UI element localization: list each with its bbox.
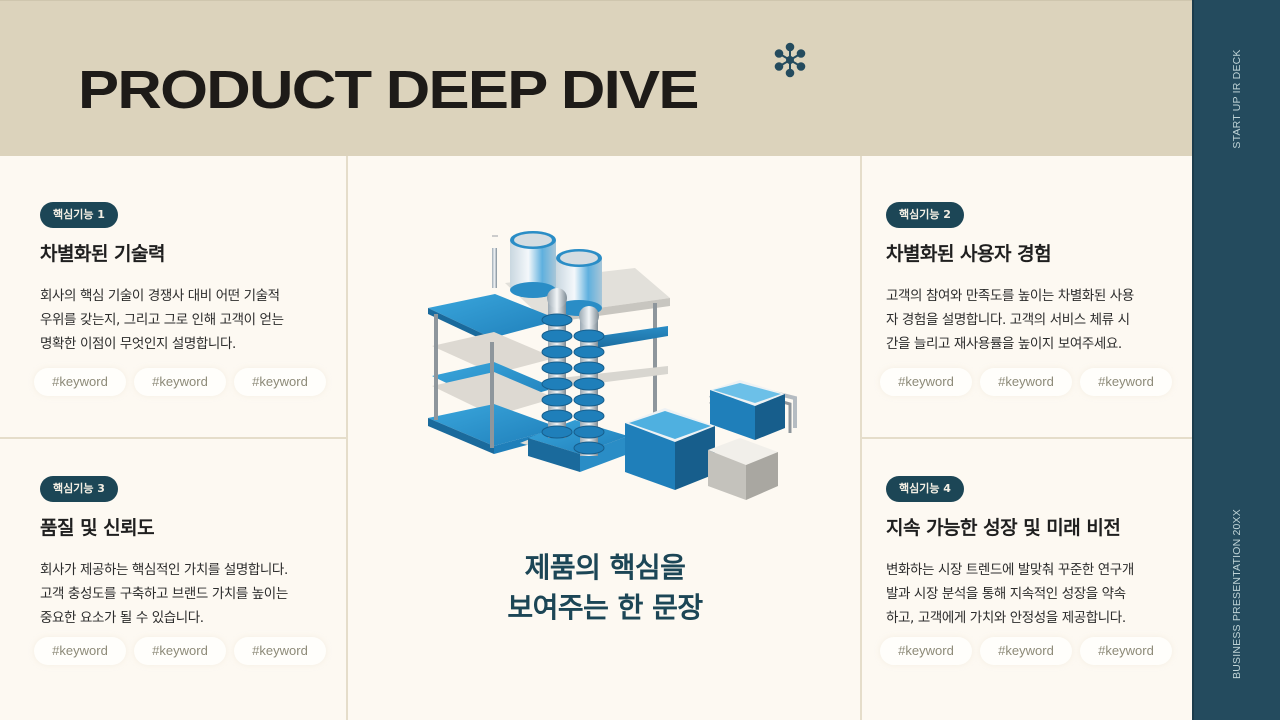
desc-line: 고객 충성도를 구축하고 브랜드 가치를 높이는 [40, 586, 288, 602]
sidebar-deck-label: START UP IR DECK [1231, 49, 1243, 149]
keyword-tag[interactable]: #keyword [1080, 368, 1172, 396]
product-tagline: 제품의 핵심을 보여주는 한 문장 [348, 548, 862, 628]
keyword-tag[interactable]: #keyword [1080, 637, 1172, 665]
keyword-tag[interactable]: #keyword [34, 368, 126, 396]
tagline-line: 제품의 핵심을 [524, 551, 686, 584]
feature-badge: 핵심기능 2 [886, 202, 964, 228]
feature-card-1: 핵심기능 1 차별화된 기술력 회사의 핵심 기술이 경쟁사 대비 어떤 기술적… [34, 202, 340, 412]
sidebar: START UP IR DECK BUSINESS PRESENTATION 2… [1192, 0, 1280, 720]
feature-title: 품질 및 신뢰도 [40, 517, 155, 539]
desc-line: 자 경험을 설명합니다. 고객의 서비스 체류 시 [886, 312, 1130, 328]
asterisk-dots-icon [774, 42, 806, 78]
feature-title: 차별화된 사용자 경험 [886, 243, 1052, 265]
sidebar-presentation-label: BUSINESS PRESENTATION 20XX [1231, 509, 1243, 679]
keyword-list: #keyword #keyword #keyword [880, 637, 1172, 665]
desc-line: 변화하는 시장 트렌드에 발맞춰 꾸준한 연구개 [886, 562, 1134, 578]
desc-line: 우위를 갖는지, 그리고 그로 인해 고객이 얻는 [40, 312, 284, 328]
desc-line: 고객의 참여와 만족도를 높이는 차별화된 사용 [886, 288, 1134, 304]
feature-description: 회사가 제공하는 핵심적인 가치를 설명합니다. 고객 충성도를 구축하고 브랜… [40, 558, 340, 630]
keyword-tag[interactable]: #keyword [234, 637, 326, 665]
feature-title: 지속 가능한 성장 및 미래 비전 [886, 517, 1121, 539]
keyword-list: #keyword #keyword #keyword [34, 368, 326, 396]
keyword-list: #keyword #keyword #keyword [880, 368, 1172, 396]
feature-card-2: 핵심기능 2 차별화된 사용자 경험 고객의 참여와 만족도를 높이는 차별화된… [880, 202, 1186, 412]
keyword-tag[interactable]: #keyword [234, 368, 326, 396]
keyword-tag[interactable]: #keyword [134, 368, 226, 396]
desc-line: 발과 시장 분석을 통해 지속적인 성장을 약속 [886, 586, 1126, 602]
desc-line: 하고, 고객에게 가치와 안정성을 제공합니다. [886, 610, 1126, 626]
keyword-tag[interactable]: #keyword [34, 637, 126, 665]
feature-badge: 핵심기능 3 [40, 476, 118, 502]
desc-line: 명확한 이점이 무엇인지 설명합니다. [40, 336, 236, 352]
keyword-tag[interactable]: #keyword [880, 637, 972, 665]
keyword-tag[interactable]: #keyword [980, 368, 1072, 396]
keyword-list: #keyword #keyword #keyword [34, 637, 326, 665]
feature-badge: 핵심기능 4 [886, 476, 964, 502]
feature-card-4: 핵심기능 4 지속 가능한 성장 및 미래 비전 변화하는 시장 트렌드에 발맞… [880, 476, 1186, 686]
keyword-tag[interactable]: #keyword [980, 637, 1072, 665]
feature-description: 변화하는 시장 트렌드에 발맞춰 꾸준한 연구개 발과 시장 분석을 통해 지속… [886, 558, 1186, 630]
desc-line: 간을 늘리고 재사용률을 높이지 보여주세요. [886, 336, 1122, 352]
desc-line: 중요한 요소가 될 수 있습니다. [40, 610, 204, 626]
keyword-tag[interactable]: #keyword [134, 637, 226, 665]
desc-line: 회사의 핵심 기술이 경쟁사 대비 어떤 기술적 [40, 288, 280, 304]
isometric-factory-illustration [428, 231, 797, 500]
divider-horizontal-right [861, 437, 1192, 439]
feature-description: 회사의 핵심 기술이 경쟁사 대비 어떤 기술적 우위를 갖는지, 그리고 그로… [40, 284, 340, 356]
keyword-tag[interactable]: #keyword [880, 368, 972, 396]
divider-vertical-left [346, 156, 348, 720]
tagline-line: 보여주는 한 문장 [507, 591, 703, 624]
desc-line: 회사가 제공하는 핵심적인 가치를 설명합니다. [40, 562, 288, 578]
feature-title: 차별화된 기술력 [40, 243, 165, 265]
page-title: PRODUCT DEEP DIVE [78, 60, 699, 120]
divider-horizontal-left [0, 437, 347, 439]
feature-description: 고객의 참여와 만족도를 높이는 차별화된 사용 자 경험을 설명합니다. 고객… [886, 284, 1186, 356]
feature-badge: 핵심기능 1 [40, 202, 118, 228]
header-band: PRODUCT DEEP DIVE [0, 0, 1192, 156]
feature-card-3: 핵심기능 3 품질 및 신뢰도 회사가 제공하는 핵심적인 가치를 설명합니다.… [34, 476, 340, 686]
